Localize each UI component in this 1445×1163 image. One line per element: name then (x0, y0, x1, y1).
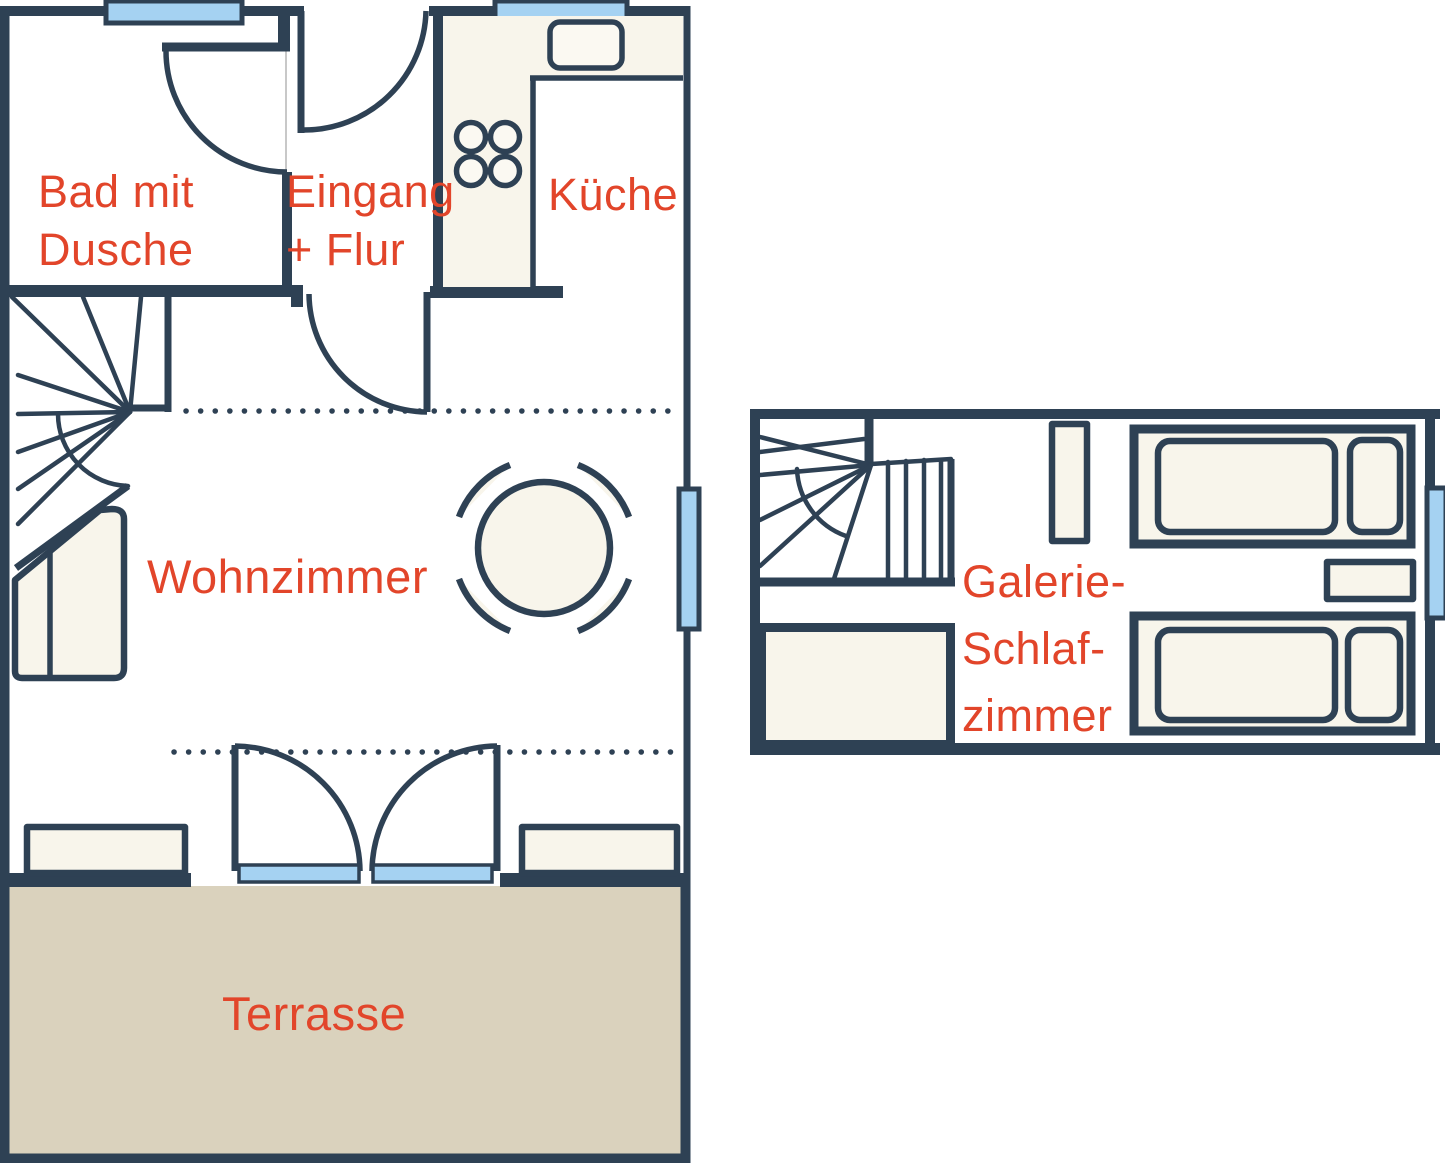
stove-burner (453, 119, 489, 155)
stair-tread (15, 409, 133, 455)
wall-bottom-left-segment (0, 873, 191, 887)
bed-mattress (1154, 437, 1339, 536)
label-kitchen-text: Küche (548, 169, 679, 220)
stair-stringer-diagonal (13, 483, 131, 571)
wall-bottom-right-segment (500, 873, 690, 887)
terrace-area (0, 886, 691, 1163)
dining-table-group (455, 461, 633, 635)
chair-arc (576, 461, 633, 519)
window-sill-right (518, 823, 681, 877)
label-gallery-line1: Galerie- (962, 556, 1127, 607)
label-terrace: Terrasse (222, 985, 406, 1043)
label-bathroom-line1: Bad mit (38, 166, 195, 217)
chair-arc (455, 577, 512, 635)
bed-mattress (1154, 626, 1339, 724)
bathroom-wall-stub (291, 285, 303, 307)
staircase-gallery (757, 414, 955, 587)
label-entrance-line1: Eingang (286, 166, 455, 217)
stair-tread (15, 409, 133, 492)
window-living-room (676, 486, 702, 632)
label-bathroom: Bad mit Dusche (38, 163, 194, 279)
stair-inner-stringer-arc (55, 411, 131, 489)
staircase-main (9, 294, 172, 571)
window-gallery (1424, 485, 1445, 621)
terrace-door-glass-left (237, 863, 361, 884)
stair-tread (757, 436, 867, 455)
gallery-floor-plan (750, 409, 1445, 755)
label-entrance-line2: + Flur (286, 224, 406, 275)
bathroom-door-swing-arc (163, 50, 288, 175)
nightstand (1323, 558, 1417, 603)
terrace-door-swing-arc-left (234, 743, 363, 872)
living-room-door-swing-arc (306, 293, 428, 415)
label-terrace-text: Terrasse (222, 987, 407, 1040)
bed-top (1129, 424, 1416, 549)
window-bathroom (103, 0, 245, 26)
terrace-floor (0, 886, 690, 1163)
terrace-french-doors (231, 743, 501, 884)
stove-burner (487, 153, 523, 189)
stair-tread (80, 294, 133, 415)
sofa-under-stairs (11, 505, 128, 682)
terrace-door-swing-arc-right (369, 743, 498, 872)
entrance-door (297, 10, 429, 133)
stair-tread (868, 456, 954, 467)
stair-tread (757, 462, 874, 478)
bed-bottom (1129, 611, 1416, 736)
terrace-door-glass-right (371, 863, 494, 884)
label-entrance: Eingang + Flur (286, 163, 455, 279)
label-living-room: Wohnzimmer (147, 548, 428, 606)
gallery-closet (757, 623, 955, 749)
sofa-outline (11, 505, 128, 682)
window-sill-left (23, 823, 189, 877)
bed-pillow (1346, 436, 1404, 536)
dining-table (474, 478, 614, 618)
stair-tread (830, 462, 874, 585)
stove-burner (487, 119, 523, 155)
kitchen-sink (547, 19, 625, 71)
stair-inner-stringer-arc (794, 466, 849, 539)
stair-tread (757, 462, 874, 523)
stair-tread (127, 294, 144, 415)
stair-tread (757, 434, 874, 468)
chair-arc (455, 461, 512, 519)
entrance-door-swing-arc (303, 10, 429, 133)
label-gallery-line2: Schlaf- (962, 623, 1106, 674)
label-gallery-line3: zimmer (962, 690, 1113, 741)
bed-pillow (1344, 626, 1404, 724)
main-floor-plan (0, 0, 702, 1163)
label-kitchen: Küche (548, 166, 678, 224)
kitchen-fixtures (443, 16, 683, 287)
label-gallery-bedroom: Galerie- Schlaf- zimmer (962, 548, 1126, 749)
stair-tread (15, 409, 133, 527)
stair-tread (9, 294, 133, 415)
stove-burner (453, 153, 489, 189)
label-bathroom-line2: Dusche (38, 224, 194, 275)
kitchen-counter-side (443, 16, 533, 287)
stair-tread (15, 409, 133, 417)
chair-arc (576, 577, 633, 635)
bathroom-walls (0, 6, 303, 307)
stair-tread (15, 372, 133, 415)
living-room-door (306, 292, 431, 415)
gallery-pillar (1048, 420, 1091, 545)
label-living-room-text: Wohnzimmer (147, 550, 428, 603)
